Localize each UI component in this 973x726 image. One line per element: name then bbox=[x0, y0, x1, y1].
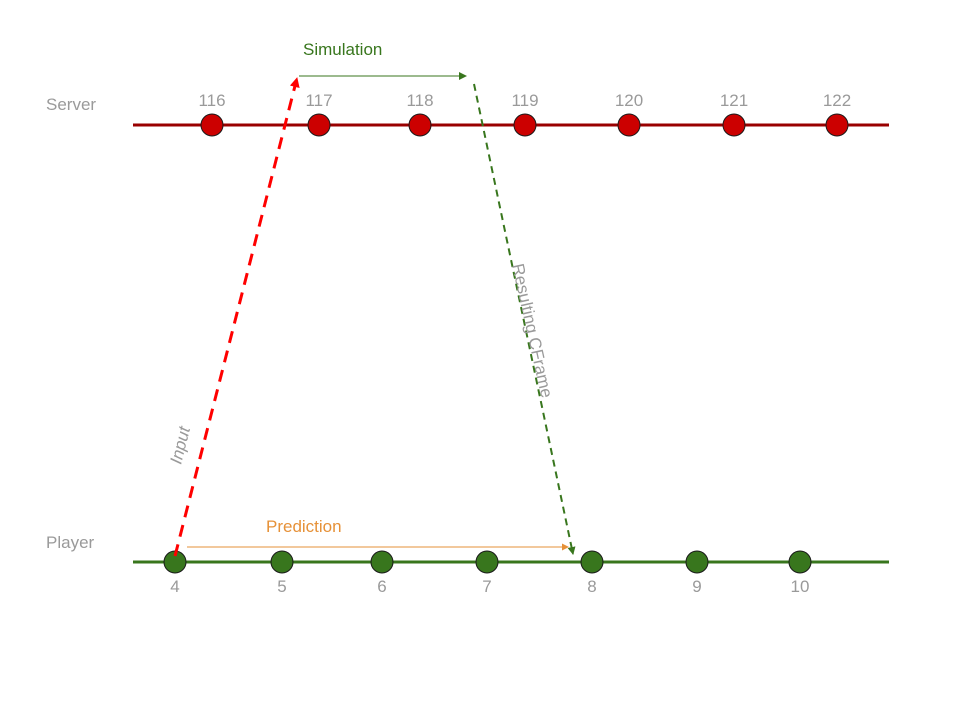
server-tick-dot bbox=[408, 113, 432, 137]
server-tick-dot bbox=[617, 113, 641, 137]
server-tick-dot bbox=[722, 113, 746, 137]
simulation-label: Simulation bbox=[303, 40, 382, 59]
server-tick-dot bbox=[825, 113, 849, 137]
player-tick-label: 10 bbox=[791, 577, 810, 596]
player-tick-label: 9 bbox=[692, 577, 701, 596]
resulting-cframe-arrow bbox=[473, 83, 576, 555]
player-tick-label: 7 bbox=[482, 577, 491, 596]
server-lane-label: Server bbox=[46, 95, 96, 114]
input-label: Input bbox=[166, 423, 194, 466]
player-tick-dot bbox=[580, 550, 604, 574]
server-tick-label: 116 bbox=[198, 91, 225, 110]
server-tick-dot bbox=[513, 113, 537, 137]
player-tick-dot bbox=[788, 550, 812, 574]
input-arrow bbox=[173, 77, 300, 557]
server-tick-label: 117 bbox=[305, 91, 332, 110]
server-tick-label: 118 bbox=[406, 91, 433, 110]
player-tick-label: 4 bbox=[170, 577, 179, 596]
player-tick-dot bbox=[475, 550, 499, 574]
player-tick-dot bbox=[270, 550, 294, 574]
server-tick-label: 122 bbox=[823, 91, 851, 110]
server-tick-label: 120 bbox=[615, 91, 643, 110]
server-tick-group: 116 117 118 119 120 121 122 bbox=[198, 91, 851, 137]
server-tick-label: 121 bbox=[720, 91, 748, 110]
resulting-cframe-label: Resulting CFrame bbox=[508, 262, 556, 400]
player-tick-label: 5 bbox=[277, 577, 286, 596]
player-lane-label: Player bbox=[46, 533, 95, 552]
player-tick-label: 6 bbox=[377, 577, 386, 596]
server-tick-dot bbox=[307, 113, 331, 137]
player-tick-label: 8 bbox=[587, 577, 596, 596]
server-tick-dot bbox=[200, 113, 224, 137]
player-tick-dot bbox=[685, 550, 709, 574]
player-tick-dot bbox=[370, 550, 394, 574]
player-tick-group: 4 5 6 7 8 9 10 bbox=[163, 550, 812, 596]
server-tick-label: 119 bbox=[511, 91, 538, 110]
prediction-label: Prediction bbox=[266, 517, 342, 536]
